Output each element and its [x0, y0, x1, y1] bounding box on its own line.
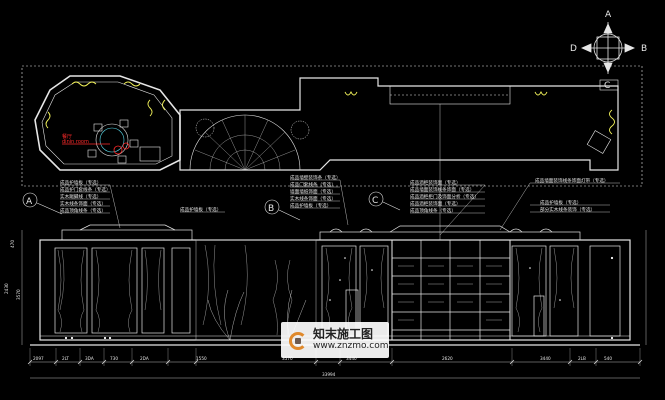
- corridor-curtains: [344, 90, 615, 135]
- dim-2: 2LT: [62, 356, 69, 361]
- callouts-right: 成品酒柜装饰面（专选） 成品墙面装饰线条饰面（专选） 成品酒柜柜门及饰面分析（专…: [410, 179, 479, 214]
- callout-left-1: 成品护墙板（专选）: [60, 179, 101, 186]
- corridor-wall: [179, 77, 619, 171]
- plan-curtains-yellow: [45, 81, 166, 129]
- section-marker-b: B: [268, 204, 274, 214]
- callout-right-3: 成品酒柜柜门及饰面分析（专选）: [410, 193, 479, 200]
- plan-view: 餐厅 dinin room: [21, 65, 643, 240]
- compass: [581, 22, 635, 74]
- left-curtains: [57, 249, 162, 333]
- plan-red-label: dinin room: [62, 139, 89, 145]
- watermark-url: www.znzmo.com: [313, 340, 389, 351]
- callout-left-2: 成品护门套线条（专选）: [60, 186, 111, 193]
- watermark-title: 知末施工图: [313, 327, 374, 342]
- callout-far-right-1: 成品墙面装饰线条饰面灯带（专选）: [535, 177, 609, 184]
- dining-chairs: [87, 119, 161, 164]
- section-marker-c: C: [372, 196, 378, 206]
- callout-far-right-3: 部分实木线条装饰（专选）: [540, 206, 595, 213]
- dim-8: 3440: [346, 356, 357, 361]
- dimension-labels: 2097 2LT 3DA 730 2DA 1550 3570 3440 2620…: [33, 356, 612, 377]
- callout-left-4: 实木线条饰面（专选）: [60, 200, 106, 207]
- callout-mid-left: 成品护墙板（专选）: [180, 206, 221, 213]
- dim-3: 3DA: [85, 356, 94, 361]
- callout-far-right-2: 成品护墙板（专选）: [540, 199, 581, 206]
- dining-table: [95, 123, 129, 157]
- callout-mid-5: 成品护墙板（专选）: [290, 202, 331, 209]
- callout-right-5: 成品顶角线条（专选）: [410, 207, 456, 214]
- dim-7: 3570: [282, 356, 293, 361]
- callouts-far-right: 成品墙面装饰线条饰面灯带（专选） 成品护墙板（专选） 部分实木线条装饰（专选）: [535, 177, 609, 213]
- callout-mid-3: 墙面墙纸饰面（专选）: [290, 188, 336, 195]
- plan-red-label-top: 餐厅: [62, 133, 72, 140]
- right-curtains: [325, 247, 575, 333]
- dim-4: 730: [110, 356, 118, 361]
- compass-label-west: D: [570, 44, 577, 54]
- dim-6: 1550: [196, 356, 207, 361]
- dim-left-3: 2430: [4, 283, 9, 294]
- left-wall-panels: [54, 247, 191, 334]
- dining-room-inner: [41, 81, 173, 165]
- dim-total: 33994: [322, 372, 336, 377]
- ceiling-crown-right: [319, 231, 581, 241]
- znzmo-logo-icon: [287, 330, 307, 350]
- callout-mid-1: 成品墙壁装饰条（专选）: [290, 174, 341, 181]
- callout-left-3: 实木踢脚线（专选）: [60, 193, 101, 200]
- dining-room-wall: [34, 75, 181, 171]
- section-markers: [22, 191, 401, 221]
- dim-9: 2620: [442, 356, 453, 361]
- callouts-middle: 成品墙壁装饰条（专选） 成品门套线条（专选） 墙面墙纸饰面（专选） 实木线条饰面…: [180, 174, 341, 213]
- crown-brackets: [329, 228, 553, 233]
- callout-mid-2: 成品门套线条（专选）: [290, 181, 336, 188]
- wine-bottles: [398, 265, 502, 321]
- dim-10: 3440: [540, 356, 551, 361]
- plan-red-marks: [62, 142, 130, 155]
- watermark-badge: 知末施工图 www.znzmo.com: [281, 322, 389, 358]
- callouts-left: 成品护墙板（专选） 成品护门套线条（专选） 实木踢脚线（专选） 实木线条饰面（专…: [60, 179, 111, 214]
- compass-label-north: A: [605, 10, 612, 20]
- dim-11: 2LB: [578, 356, 586, 361]
- dim-12: 540: [604, 356, 612, 361]
- callout-mid-4: 实木线条饰面（专选）: [290, 195, 336, 202]
- callout-right-4: 成品酒柜装饰面（专选）: [410, 200, 461, 207]
- wine-cabinet: [391, 239, 511, 341]
- callout-left-5: 成品顶角线条（专选）: [60, 207, 106, 214]
- dim-1: 2097: [33, 356, 44, 361]
- fan-spokes: [194, 115, 296, 171]
- dim-left-2: 3570: [16, 289, 21, 300]
- callout-right-1: 成品酒柜装饰面（专选）: [410, 179, 461, 186]
- compass-label-east: B: [641, 44, 647, 54]
- callout-right-2: 成品墙面装饰线条饰面（专选）: [410, 186, 474, 193]
- center-room-outline: [195, 239, 317, 341]
- ceiling-crown-left: [61, 229, 193, 241]
- elevation-light-dots: [64, 256, 614, 340]
- callout-leaders: [60, 179, 620, 236]
- dimension-labels-left: 470 3570 2430: [4, 240, 21, 300]
- dim-5: 2DA: [140, 356, 149, 361]
- plan-dashed-frame: [21, 65, 643, 187]
- dim-left-1: 470: [10, 240, 15, 248]
- compass-label-south: C: [604, 81, 610, 91]
- plan-plants: [195, 118, 310, 140]
- plan-armchair: [586, 130, 612, 154]
- fan-window: [189, 114, 301, 171]
- section-marker-a: A: [26, 197, 33, 207]
